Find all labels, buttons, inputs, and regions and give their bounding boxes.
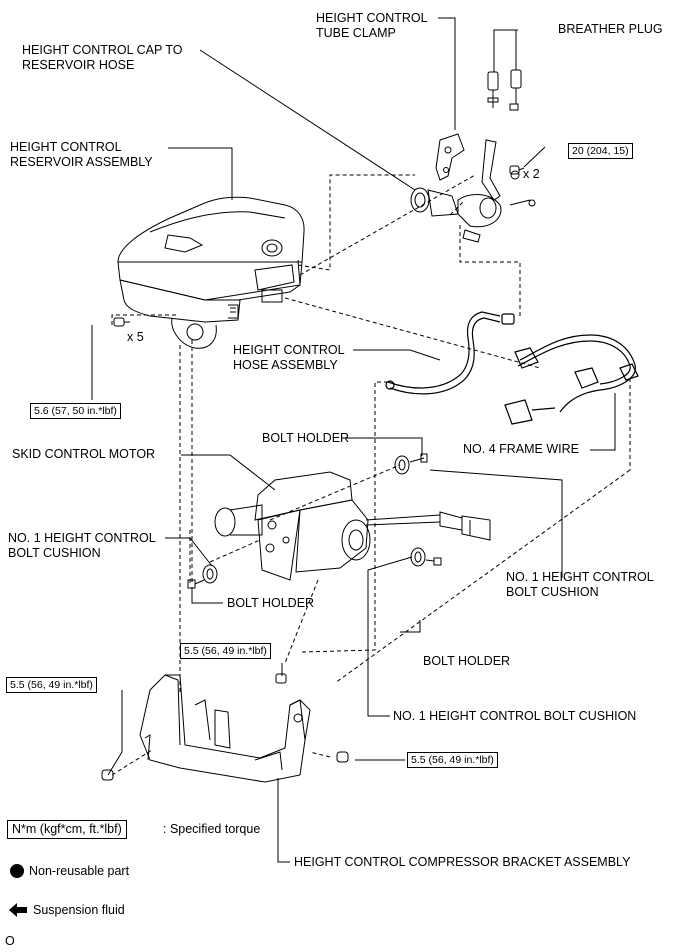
qty-reservoir-bolts: x 5 xyxy=(127,330,144,344)
bolt-cushions xyxy=(187,453,442,589)
label-breather-plug: BREATHER PLUG xyxy=(558,22,663,36)
torque-top-right: 20 (204, 15) xyxy=(568,143,633,159)
torque-reservoir: 5.6 (57, 50 in.*lbf) xyxy=(30,403,121,419)
label-cap-hose-line2: RESERVOIR HOSE xyxy=(22,58,135,72)
tube-clamp xyxy=(435,133,465,181)
non-reusable-dot-icon xyxy=(10,864,24,878)
legend-torque-unit: N*m (kgf*cm, ft.*lbf) xyxy=(7,820,127,839)
breather-plug xyxy=(487,69,522,111)
label-skid-control-motor: SKID CONTROL MOTOR xyxy=(12,447,156,461)
label-reservoir-line2: RESERVOIR ASSEMBLY xyxy=(10,155,153,169)
label-cushion-right-line2: BOLT CUSHION xyxy=(506,585,599,599)
torque-bracket-left: 5.5 (56, 49 in.*lbf) xyxy=(6,677,97,693)
legend-torque-desc: : Specified torque xyxy=(163,822,261,836)
reservoir-bolt xyxy=(113,317,130,327)
legend-suspension-fluid: Suspension fluid xyxy=(33,903,125,917)
label-frame-wire: NO. 4 FRAME WIRE xyxy=(463,442,579,456)
compressor-bracket xyxy=(139,674,311,783)
bracket-bolts xyxy=(101,673,349,781)
label-bolt-holder-left: BOLT HOLDER xyxy=(227,596,315,610)
reservoir-assembly xyxy=(117,196,305,349)
label-bracket-assembly: HEIGHT CONTROL COMPRESSOR BRACKET ASSEMB… xyxy=(294,855,631,869)
legend-symbols xyxy=(9,864,27,917)
assembly-dashed-lines xyxy=(111,174,631,776)
label-bolt-holder-right: BOLT HOLDER xyxy=(423,654,511,668)
fluid-arrow-icon xyxy=(9,903,27,917)
label-cushion-left-line2: BOLT CUSHION xyxy=(8,546,101,560)
label-cushion-bottom: NO. 1 HEIGHT CONTROL BOLT CUSHION xyxy=(393,709,637,723)
label-bolt-holder-top: BOLT HOLDER xyxy=(262,431,350,445)
legend-non-reusable: Non-reusable part xyxy=(29,864,130,878)
label-cushion-right-line1: NO. 1 HEIGHT CONTROL xyxy=(506,570,654,584)
height-control-hose xyxy=(385,311,515,395)
label-hose-assembly-line2: HOSE ASSEMBLY xyxy=(233,358,338,372)
label-tube-clamp-line2: TUBE CLAMP xyxy=(316,26,396,40)
frame-wire xyxy=(504,334,639,425)
label-cushion-left-line1: NO. 1 HEIGHT CONTROL xyxy=(8,531,156,545)
cap-to-reservoir-hose xyxy=(410,139,536,243)
qty-top-bolts: x 2 xyxy=(523,167,540,181)
label-reservoir-line1: HEIGHT CONTROL xyxy=(10,140,122,154)
leader-lines xyxy=(91,17,616,863)
skid-control-motor xyxy=(214,471,491,581)
torque-bracket-right: 5.5 (56, 49 in.*lbf) xyxy=(407,752,498,768)
footer-mark: O xyxy=(5,934,15,948)
label-hose-assembly-line1: HEIGHT CONTROL xyxy=(233,343,345,357)
torque-bracket-top: 5.5 (56, 49 in.*lbf) xyxy=(180,643,271,659)
label-cap-hose-line1: HEIGHT CONTROL CAP TO xyxy=(22,43,183,57)
label-tube-clamp-line1: HEIGHT CONTROL xyxy=(316,11,428,25)
top-bolt xyxy=(509,165,525,175)
